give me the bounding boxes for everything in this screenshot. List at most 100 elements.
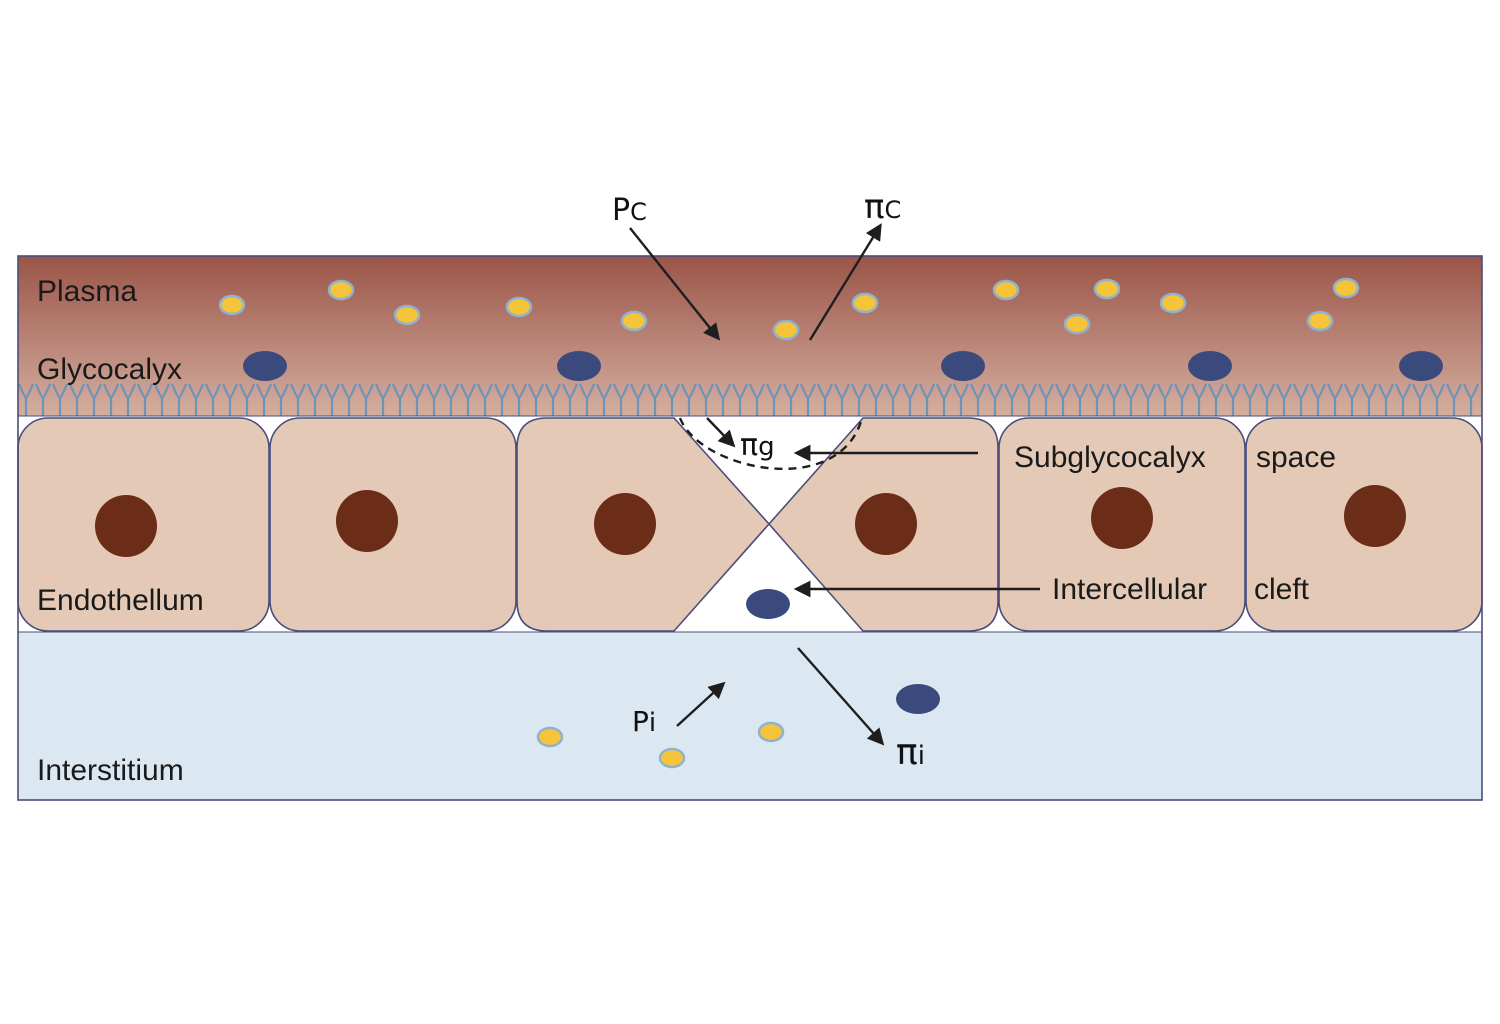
glycocalyx-fiber — [1020, 383, 1038, 416]
large-particle — [243, 351, 287, 381]
glycocalyx-fiber — [374, 383, 392, 416]
large-particle — [896, 684, 940, 714]
glycocalyx-fiber — [85, 383, 103, 416]
pi-g-arrow-in — [706, 417, 736, 448]
small-particle — [620, 310, 648, 332]
plasma-label: Plasma — [37, 275, 137, 308]
glycocalyx-fiber — [782, 383, 800, 416]
large-particles — [243, 351, 1443, 714]
glycocalyx-fiber — [986, 383, 1004, 416]
glycocalyx-fiber — [510, 383, 528, 416]
large-particle — [941, 351, 985, 381]
small-particles — [218, 277, 1360, 769]
small-particle — [658, 747, 686, 769]
glycocalyx-fiber — [1037, 383, 1055, 416]
glycocalyx-fiber — [306, 383, 324, 416]
small-particle — [992, 279, 1020, 301]
glycocalyx-fiber — [1462, 383, 1480, 416]
glycocalyx-fiber — [1071, 383, 1089, 416]
glycocalyx-fiber — [1258, 383, 1276, 416]
subglycocalyx-label: Subglycocalyx — [1014, 441, 1206, 474]
pi-i-subscript: i — [918, 741, 925, 771]
glycocalyx-fiber — [714, 383, 732, 416]
glycocalyx-fiber — [391, 383, 409, 416]
glycocalyx-fiber — [1292, 383, 1310, 416]
glycocalyx-fiber — [34, 383, 52, 416]
pi-i-label: πi — [896, 732, 925, 773]
small-particle — [536, 726, 564, 748]
small-particle — [393, 304, 421, 326]
intercellular-cleft-label: cleft — [1254, 573, 1310, 606]
glycocalyx-fiber — [612, 383, 630, 416]
nucleus — [1091, 487, 1153, 549]
glycocalyx-fiber — [1377, 383, 1395, 416]
glycocalyx-fiber — [1190, 383, 1208, 416]
glycocalyx-fiber — [1428, 383, 1446, 416]
small-particle — [327, 279, 355, 301]
glycocalyx-fiber — [1173, 383, 1191, 416]
pi-c-arrow — [808, 223, 882, 341]
glycocalyx-fiber — [357, 383, 375, 416]
interstitium-layer — [18, 632, 1482, 800]
glycocalyx-fiber — [68, 383, 86, 416]
glycocalyx-fiber — [119, 383, 137, 416]
intercellular-label: Intercellular — [1052, 573, 1207, 606]
glycocalyx-fiber — [1309, 383, 1327, 416]
glycocalyx-fiber — [646, 383, 664, 416]
small-particle — [1159, 292, 1187, 314]
small-particle — [1093, 278, 1121, 300]
glycocalyx-fiber — [1394, 383, 1412, 416]
glycocalyx-fiber — [833, 383, 851, 416]
glycocalyx-fiber — [697, 383, 715, 416]
glycocalyx-fiber — [901, 383, 919, 416]
pi-g-subscript: g — [758, 432, 775, 462]
large-particle — [1188, 351, 1232, 381]
nucleus — [336, 490, 398, 552]
glycocalyx-fiber — [136, 383, 154, 416]
small-particle — [757, 721, 785, 743]
glycocalyx-fiber — [340, 383, 358, 416]
glycocalyx-fiber — [1275, 383, 1293, 416]
glycocalyx-fiber — [255, 383, 273, 416]
glycocalyx-fiber — [153, 383, 171, 416]
pi-c-symbol: π — [864, 187, 884, 227]
glycocalyx-fibers — [17, 383, 1480, 416]
glycocalyx-fiber — [238, 383, 256, 416]
endothelium-label: Endothellum — [37, 584, 204, 617]
glycocalyx-fiber — [1156, 383, 1174, 416]
pi-i-arrow — [797, 647, 885, 746]
glycocalyx-fiber — [442, 383, 460, 416]
glycocalyx-fiber — [289, 383, 307, 416]
pi-g-label: πg — [740, 428, 775, 463]
glycocalyx-fiber — [1445, 383, 1463, 416]
nucleus — [855, 493, 917, 555]
glycocalyx-fiber — [935, 383, 953, 416]
glycocalyx-fiber — [1326, 383, 1344, 416]
glycocalyx-fiber — [663, 383, 681, 416]
glycocalyx-fiber — [1054, 383, 1072, 416]
small-particle — [505, 296, 533, 318]
glycocalyx-fiber — [1343, 383, 1361, 416]
glycocalyx-fiber — [969, 383, 987, 416]
glycocalyx-fiber — [221, 383, 239, 416]
p-i-symbol: P — [632, 705, 649, 738]
glycocalyx-fiber — [765, 383, 783, 416]
small-particle — [851, 292, 879, 314]
pi-g-symbol: π — [740, 428, 758, 463]
glycocalyx-fiber — [1207, 383, 1225, 416]
large-particle — [557, 351, 601, 381]
small-particle — [1332, 277, 1360, 299]
subglycocalyx-space-label: space — [1256, 441, 1336, 474]
small-particle — [218, 294, 246, 316]
pc-label: PC — [612, 193, 647, 228]
glycocalyx-fiber — [102, 383, 120, 416]
glycocalyx-fiber — [799, 383, 817, 416]
pc-arrow — [629, 227, 721, 341]
glycocalyx-fiber — [595, 383, 613, 416]
glycocalyx-fiber — [561, 383, 579, 416]
glycocalyx-label: Glycocalyx — [37, 353, 182, 386]
glycocalyx-fiber — [204, 383, 222, 416]
interstitium-label: Interstitium — [37, 754, 184, 787]
nucleus — [95, 495, 157, 557]
glycocalyx-fiber — [629, 383, 647, 416]
